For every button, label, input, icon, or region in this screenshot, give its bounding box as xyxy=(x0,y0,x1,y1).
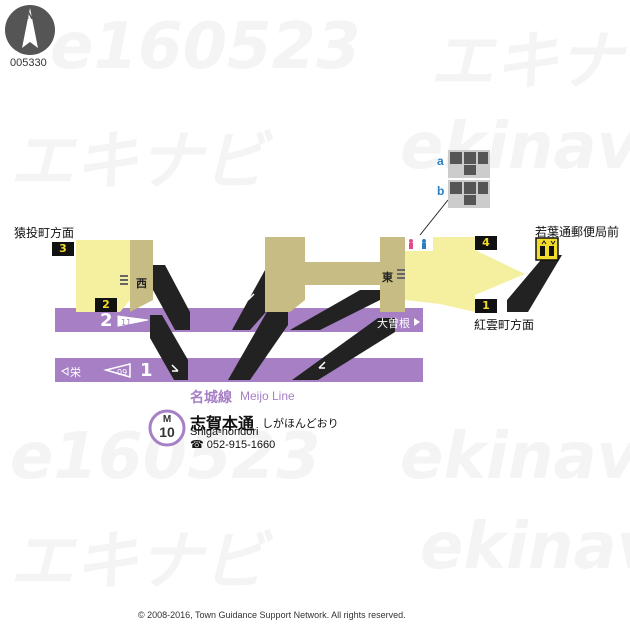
west-passage xyxy=(76,240,130,312)
arrow-up-icon xyxy=(247,293,255,301)
station-name-ja: 志賀本通 xyxy=(190,416,255,433)
west-concourse xyxy=(130,240,153,312)
watermark-text: エキナビ xyxy=(10,525,266,599)
elevator-a-label: a xyxy=(437,154,444,168)
stair-east-lower xyxy=(292,318,395,380)
central-concourse xyxy=(265,237,405,312)
exit-3-badge: 3 xyxy=(52,242,74,256)
restroom-icon xyxy=(405,237,433,251)
gate-west-label: 西 xyxy=(136,277,147,290)
watermark-text: エキナビ xyxy=(10,125,266,199)
stair-direction-icons xyxy=(171,293,326,372)
watermark-text: ekinavi xyxy=(400,420,630,494)
arrow-left-icon xyxy=(103,363,131,378)
exit-1-badge: 1 xyxy=(475,299,497,313)
central-tower xyxy=(265,237,305,250)
stair-west-lower xyxy=(150,315,188,380)
exit-4-badge: 4 xyxy=(475,236,497,250)
track-1-station-no: 09 xyxy=(117,368,128,377)
gate-marks xyxy=(120,269,405,285)
line-name-en: Meijo Line xyxy=(240,389,295,403)
station-number-badge xyxy=(148,409,186,447)
exit-4-direction: 若葉通郵便局前 xyxy=(535,225,620,239)
stair-exit4 xyxy=(507,255,562,312)
track-2-number: 2 xyxy=(100,310,113,331)
gate-east-label: 東 xyxy=(382,271,393,284)
elevator-panel-b xyxy=(448,180,490,208)
elevator-b-label: b xyxy=(437,184,445,198)
track-1-number: 1 xyxy=(140,360,153,381)
stair-west-upper xyxy=(153,265,190,330)
station-line-code: M xyxy=(162,414,172,425)
arrow-down-icon xyxy=(171,364,179,372)
concourses xyxy=(130,237,405,312)
watermark-text: ekinavi xyxy=(400,110,630,184)
station-phone: 052-915-1660 xyxy=(206,439,276,451)
stair-east-upper xyxy=(290,290,380,330)
map-code: 005330 xyxy=(10,57,47,69)
east-passage xyxy=(405,237,525,312)
elevator-callout-line xyxy=(419,199,449,236)
station-phone-row: ☎ 052-915-1660 xyxy=(190,438,275,451)
arrow-down-icon xyxy=(318,361,326,369)
compass-letter: N xyxy=(25,9,34,22)
station-name-kana: しがほんどおり xyxy=(262,418,339,430)
stair-mid-lower xyxy=(228,310,288,380)
compass-icon: N xyxy=(5,5,55,55)
elevator-icon xyxy=(535,237,559,261)
exit-2-badge: 2 xyxy=(95,298,117,312)
line-name-ja: 名城線 xyxy=(190,389,232,405)
track-1-destination: 栄 xyxy=(70,366,81,379)
exit-1-direction: 紅雲町方面 xyxy=(474,318,535,332)
elevator-panel-a xyxy=(448,150,490,178)
track-2-destination: 大曽根 xyxy=(377,317,410,330)
exit-3-direction: 猿投町方面 xyxy=(14,226,75,240)
arrow-right-icon xyxy=(117,315,149,327)
watermark-text: e160523 xyxy=(50,10,361,84)
copyright-notice: © 2008-2016, Town Guidance Support Netwo… xyxy=(138,610,406,620)
track-2-station-no: 11 xyxy=(121,318,132,327)
watermark-text: エキナビ xyxy=(430,25,630,99)
arrow-right-small-icon xyxy=(414,318,420,326)
watermark-text: ekinavi xyxy=(420,510,630,584)
arrow-left-small-icon xyxy=(61,367,69,376)
phone-icon: ☎ xyxy=(190,439,207,451)
station-name-romaji: Shiga-hondori xyxy=(190,426,259,438)
station-number: 10 xyxy=(159,424,175,440)
